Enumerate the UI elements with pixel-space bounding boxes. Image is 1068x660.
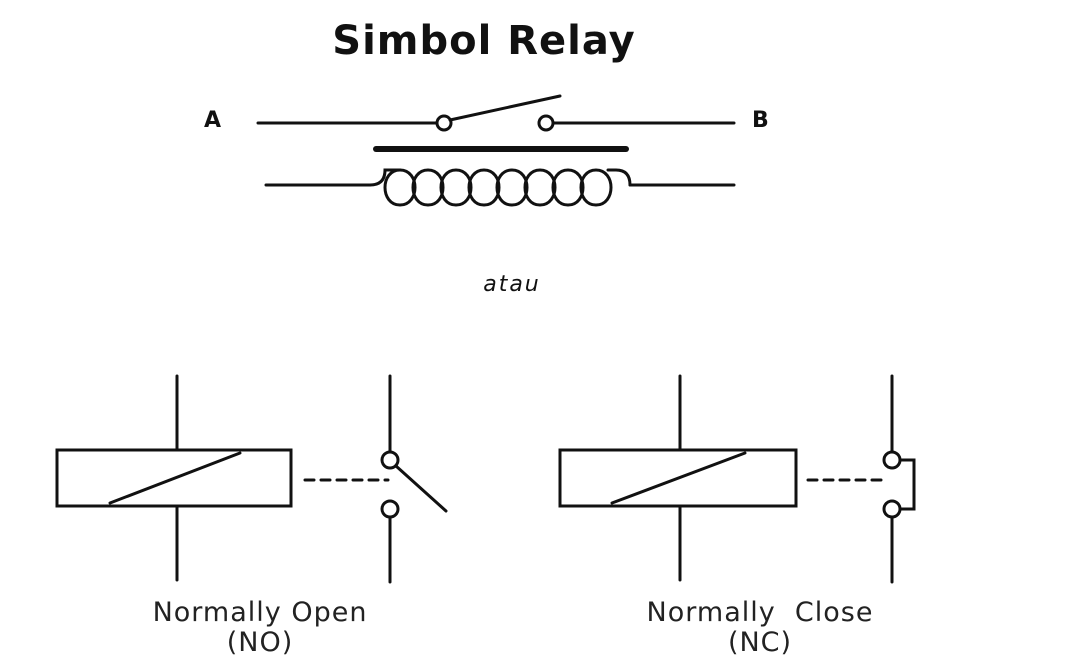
nc-contact-arm: [898, 458, 916, 511]
coil-winding: [383, 168, 613, 207]
nc-relay-symbol: [558, 374, 916, 584]
no-caption-abbr: (NO): [226, 627, 294, 658]
nc-contact-top-terminal: [882, 450, 902, 470]
nc-coil-box: [558, 448, 798, 508]
no-contact-bottom-terminal: [380, 499, 400, 519]
contact-right-terminal: [537, 114, 555, 132]
no-caption-name: Normally Open: [152, 597, 368, 628]
nc-contact-bottom-terminal: [882, 499, 902, 519]
nc-coil-diagonal: [610, 451, 747, 505]
contact-left-terminal: [435, 114, 453, 132]
terminal-b-label: B: [752, 108, 769, 133]
no-contact-top-terminal: [380, 450, 400, 470]
nc-caption-abbr: (NC): [727, 627, 793, 658]
top-relay-symbol: [256, 94, 736, 207]
coil-right-bend: [606, 168, 632, 187]
no-relay-symbol: [55, 374, 448, 584]
page-title: Simbol Relay: [332, 18, 636, 64]
no-contact-arm: [394, 464, 448, 513]
separator-text: atau: [483, 272, 541, 297]
terminal-a-label: A: [204, 108, 222, 133]
no-coil-box: [55, 448, 293, 508]
switch-arm: [448, 94, 562, 122]
no-coil-diagonal: [108, 451, 242, 505]
nc-caption-name: Normally Close: [646, 597, 874, 628]
nc-caption: Normally Close (NC): [560, 598, 960, 658]
no-caption: Normally Open (NO): [70, 598, 450, 658]
coil-left-bend: [368, 168, 402, 187]
